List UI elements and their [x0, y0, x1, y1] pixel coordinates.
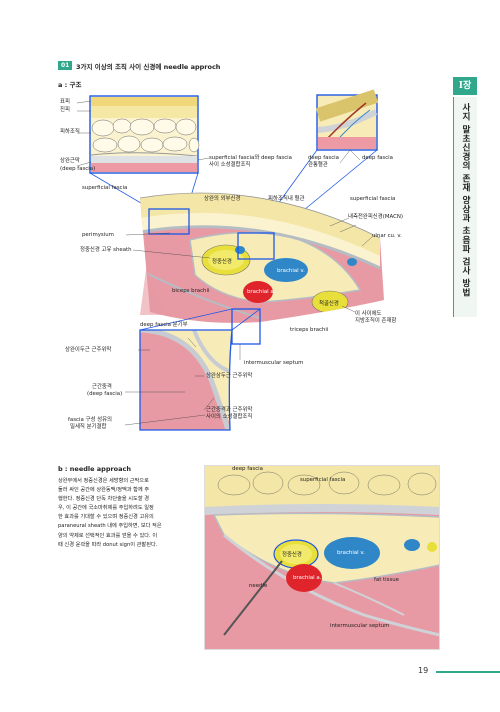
- body-line: 행한다. 정중신경 단독 차단술을 시도할 경: [58, 496, 150, 503]
- label-loose-tissue-1: superficial fascia와 deep fascia: [209, 155, 292, 161]
- label-b-brachial-artery: brachial a.: [293, 575, 322, 581]
- label-b-brachial-vein: brachial v.: [337, 550, 365, 556]
- body-line: 둘러 싸인 공간에 상완동맥/정맥과 함께 주: [58, 487, 150, 494]
- label-ulnar-vein: ulnar cu. v.: [372, 233, 402, 239]
- label-triceps: triceps brachii: [290, 327, 329, 333]
- body-line: 때 신경 윤곽을 따라 donut sign이 관찰된다.: [58, 541, 158, 548]
- label-b-superficial-fascia: superficial fascia: [300, 477, 346, 483]
- label-subcutaneous-vessel: 피하조직내 혈관: [268, 196, 305, 202]
- label-brachial-vein: brachial v.: [277, 268, 305, 274]
- label-superficial-fascia: superficial fascia: [350, 196, 396, 202]
- chapter-tab: I장: [453, 77, 477, 95]
- label-perimysium: perimysium: [82, 232, 114, 238]
- body-line: 한 효과를 기대할 수 있으며 정중신경 고유의: [58, 514, 154, 521]
- label-median-nerve: 정중신경: [212, 259, 232, 265]
- label-brachial-artery: brachial a.: [247, 289, 276, 295]
- subsection-b-title: b : needle approach: [58, 465, 132, 473]
- body-line: 상완부에서 정중신경은 세방향의 근막으로: [58, 478, 149, 484]
- page-number: 19: [418, 666, 429, 675]
- label-superficial-fascia-inset: superficial fascia: [82, 185, 128, 191]
- label-brachial-fascia: 상완근막: [60, 158, 80, 164]
- label-perforating-vessel: 관통혈관: [308, 162, 328, 168]
- label-deep-fascia-paren: (deep fascia): [60, 166, 96, 172]
- label-fascia-fiber-2: 밀세직 분기결합: [70, 424, 107, 430]
- label-b-median-nerve: 정중신경: [282, 552, 302, 558]
- chapter-title-strip: 사지 말초신경의 존재 양상과 초음파 검사 방법: [453, 97, 477, 317]
- section-number: 01: [58, 61, 73, 70]
- label-septum-loose-1: 근간중격과 근주위막: [206, 407, 253, 413]
- label-dermis: 진피: [60, 107, 70, 113]
- label-deep-fascia-r2: deep fascia: [362, 155, 393, 161]
- label-septum-k1: 근간중격: [92, 384, 112, 390]
- label-biceps: biceps brachii: [172, 288, 210, 294]
- label-subcutaneous: 피하조직: [60, 129, 80, 135]
- page-number-rule: [436, 671, 500, 673]
- label-fascia-fiber-1: fascia 구성 성유의: [68, 417, 112, 423]
- inset-skin-layers: [89, 95, 200, 174]
- body-line: paraneural sheath 내에 주입하면, 보다 적은: [58, 523, 162, 530]
- subsection-a-title: a : 구조: [58, 81, 82, 89]
- label-fat-between-2: 지방조직이 존재함: [355, 318, 397, 324]
- label-triceps-perimysium: 상완삼두근 근주위막: [206, 373, 253, 379]
- section-title: 3가지 이상의 조직 사이 신경에 needle approch: [76, 63, 221, 71]
- label-intermuscular-a: intermuscular septum: [244, 360, 304, 366]
- label-loose-tissue-2: 사이 소성결합조직: [209, 162, 251, 168]
- label-b-intermuscular: intermuscular septum: [330, 623, 390, 629]
- label-lateral-cutaneous: 상완의 외부신경: [204, 196, 241, 202]
- label-biceps-perimysium: 상완이두근 근주위막: [65, 347, 112, 353]
- label-septum-loose-2: 사이의 소성결합조직: [206, 414, 253, 420]
- body-paragraph-b: 상완부에서 정중신경은 세방향의 근막으로 둘러 싸인 공간에 상완동맥/정맥과…: [58, 477, 198, 550]
- label-b-deep-fascia: deep fascia: [232, 466, 263, 472]
- label-b-fat-tissue: fat tissue: [374, 577, 399, 583]
- figure-b-graphics: [204, 465, 440, 650]
- label-fat-between-1: 이 사이에도: [355, 311, 382, 317]
- chapter-title: 사지 말초신경의 존재 양상과 초음파 검사 방법: [460, 103, 471, 297]
- label-deep-fascia-r1: deep fascia: [308, 155, 339, 161]
- inset-deep-fascia-branch: [139, 329, 233, 431]
- inset-deep-fascia: [315, 89, 379, 151]
- label-deep-fascia-branch: deep fascia 분기부: [140, 322, 188, 328]
- label-b-needle: needle: [249, 583, 268, 589]
- body-line: 우, 이 공간에 국소마취제를 주입하려도 일정: [58, 505, 154, 512]
- label-septum-k2: (deep fascia): [87, 391, 123, 397]
- label-epidermis: 표피: [60, 99, 70, 105]
- main-cross-section: [139, 192, 384, 345]
- label-median-sheath: 정중신경 고유 sheath: [80, 247, 132, 253]
- label-macn: 내측전완피신경(MACN): [348, 214, 403, 220]
- label-ulnar-nerve: 척골신경: [319, 301, 339, 307]
- body-line: 양의 약제로 선택적인 효과를 얻을 수 있다. 이: [58, 532, 158, 539]
